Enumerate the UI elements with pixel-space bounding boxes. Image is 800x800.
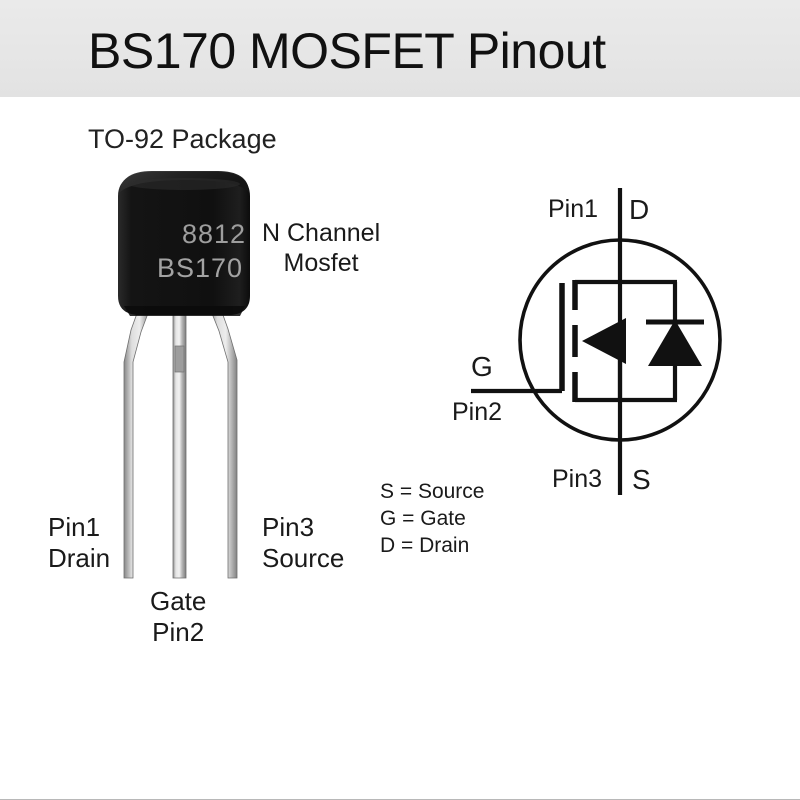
schematic-pin2-label: Pin2 bbox=[452, 398, 503, 426]
package-caption: TO-92 Package bbox=[88, 124, 277, 154]
body-diode-triangle bbox=[648, 320, 702, 366]
device-type-line-2: Mosfet bbox=[283, 248, 359, 277]
legend-item-drain: D = Drain bbox=[380, 534, 470, 557]
lead-pin3 bbox=[208, 303, 238, 579]
transistor-leads bbox=[123, 303, 238, 579]
callout-pin2-function: Gate bbox=[150, 586, 207, 616]
marking-line-1: 8812 bbox=[182, 219, 246, 249]
marking-line-2: BS170 bbox=[157, 253, 243, 283]
callout-pin2-number: Pin2 bbox=[152, 616, 205, 647]
lead-pin2-kink bbox=[174, 345, 185, 373]
schematic-drain-label: D bbox=[629, 194, 650, 225]
callout-pin3-number: Pin3 bbox=[262, 512, 315, 542]
to92-package-body bbox=[118, 171, 250, 316]
schematic-pin3-label: Pin3 bbox=[552, 465, 603, 493]
device-type-label: N Channel Mosfet bbox=[262, 219, 380, 278]
legend-item-source: S = Source bbox=[380, 480, 485, 503]
title-banner: BS170 MOSFET Pinout bbox=[0, 0, 800, 97]
page-title: BS170 MOSFET Pinout bbox=[88, 23, 606, 79]
terminal-legend: S = Source G = Gate D = Drain bbox=[380, 478, 484, 559]
callout-pin3-function: Source bbox=[262, 542, 345, 573]
mosfet-schematic-symbol bbox=[471, 188, 722, 495]
lead-pin1 bbox=[123, 304, 151, 579]
callout-pin1-number: Pin1 bbox=[48, 512, 101, 542]
callout-pin1: Pin1 Drain bbox=[48, 512, 110, 573]
device-type-line-1: N Channel bbox=[262, 219, 381, 247]
body-arrow bbox=[582, 318, 626, 364]
schematic-gate-label: G bbox=[471, 351, 493, 382]
callout-pin1-function: Drain bbox=[48, 542, 111, 573]
legend-item-gate: G = Gate bbox=[380, 507, 466, 530]
callout-pin2: Gate Pin2 bbox=[150, 586, 206, 647]
schematic-pin1-label: Pin1 bbox=[548, 195, 599, 223]
callout-pin3: Pin3 Source bbox=[262, 512, 344, 573]
transistor-photo: 8812 BS170 bbox=[118, 171, 250, 579]
schematic-source-label: S bbox=[632, 464, 651, 495]
